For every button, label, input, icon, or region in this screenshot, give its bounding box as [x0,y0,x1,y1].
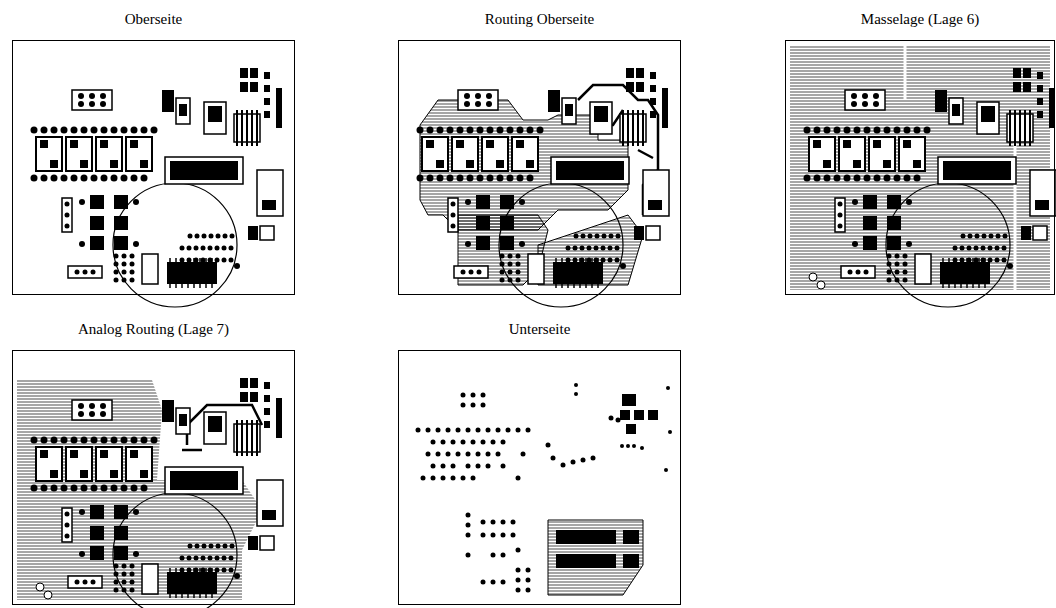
pcb-layer-panel: Analog Routing (Lage 7) [12,318,295,605]
panel-heading: Oberseite [0,8,335,30]
pcb-layer-panel: Unterseite [398,318,681,605]
panel-frame [12,40,295,295]
panel-frame [398,350,681,605]
panel-heading: Unterseite [358,318,721,340]
panel-heading: Routing Oberseite [358,8,721,30]
panel-frame [12,350,295,605]
panel-heading: Masselage (Lage 6) [745,8,1056,30]
pcb-layer-panel: Oberseite [12,8,295,295]
panel-heading: Analog Routing (Lage 7) [0,318,335,340]
panel-frame [785,40,1055,295]
panel-frame [398,40,681,295]
pcb-layer-panel: Masselage (Lage 6) [785,8,1055,295]
pcb-layer-panel: Routing Oberseite [398,8,681,295]
